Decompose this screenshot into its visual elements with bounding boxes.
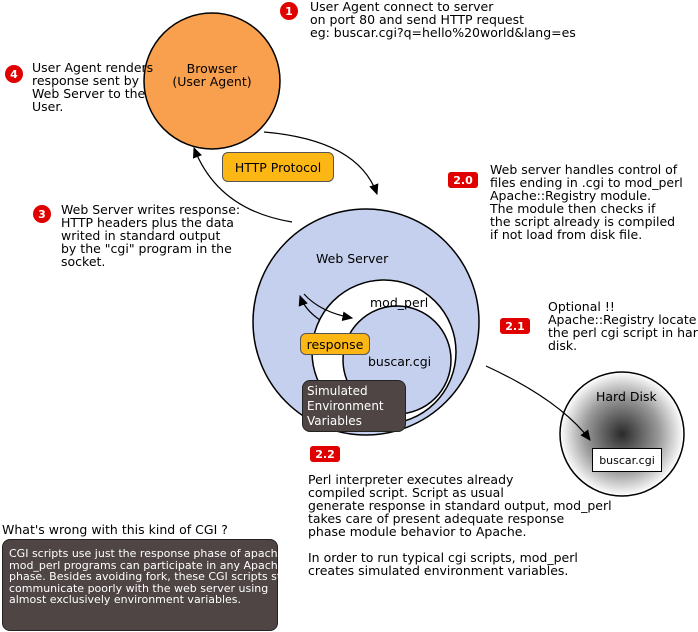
step-2-1-text: Optional !! Apache::Registry locate the … bbox=[548, 299, 698, 353]
web-server-label: Web Server bbox=[316, 251, 389, 266]
step-badge-2-1: 2.1 bbox=[500, 318, 530, 334]
step-badge-1: 1 bbox=[280, 2, 298, 20]
browser-label: Browser (User Agent) bbox=[172, 61, 252, 89]
step-badge-4: 4 bbox=[5, 65, 23, 83]
hard-disk-file: buscar.cgi bbox=[592, 448, 662, 472]
step-badge-2-0: 2.0 bbox=[448, 172, 478, 188]
response-back-arrow bbox=[298, 294, 321, 321]
http-protocol-label: HTTP Protocol bbox=[222, 152, 334, 182]
disk-arrow bbox=[485, 365, 591, 441]
hard-disk-label: Hard Disk bbox=[596, 389, 657, 404]
step-badge-2-2: 2.2 bbox=[310, 446, 340, 462]
browser-node bbox=[143, 12, 281, 150]
response-arrow bbox=[192, 146, 293, 223]
response-pill: response bbox=[300, 333, 370, 355]
mod-perl-label: mod_perl bbox=[370, 295, 429, 310]
request-arrow bbox=[263, 131, 379, 196]
simulated-environment-box: Simulated Environment Variables bbox=[302, 380, 406, 432]
step-4-text: User Agent renders response sent by Web … bbox=[32, 60, 154, 114]
step-2-2-text: Perl interpreter executes already compil… bbox=[308, 472, 612, 578]
buscar-label: buscar.cgi bbox=[368, 354, 432, 369]
step-badge-3: 3 bbox=[33, 205, 51, 223]
question-title: What's wrong with this kind of CGI ? bbox=[2, 522, 228, 537]
step-3-text: Web Server writes response: HTTP headers… bbox=[61, 202, 241, 269]
step-1-text: User Agent connect to server on port 80 … bbox=[310, 0, 576, 40]
step-2-0-text: Web server handles control of files endi… bbox=[490, 162, 683, 242]
question-body: CGI scripts use just the response phase … bbox=[2, 539, 290, 631]
